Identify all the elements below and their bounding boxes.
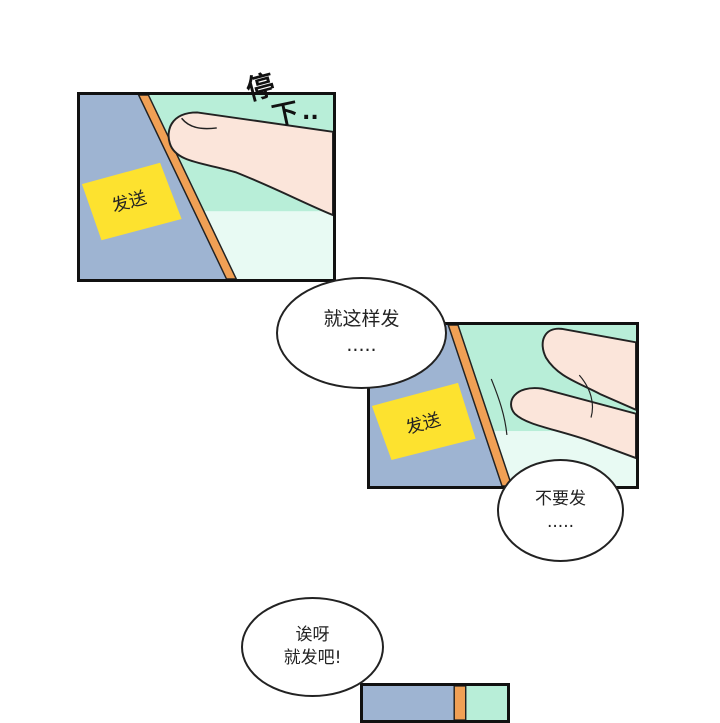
phone-scene-2: 发送 [370,325,636,486]
bubble-2-line-2: ..... [546,511,575,532]
send-button-1[interactable]: 发送 [81,162,182,241]
comic-panel-1: 发送 [77,92,336,282]
send-button-2[interactable]: 发送 [371,382,476,460]
speech-bubble-2: 不要发 ..... [497,459,624,562]
sfx-stop-char-2: 下 [269,97,302,133]
bubble-2-line-1: 不要发 [535,488,586,509]
speech-bubble-3: 诶呀 就发吧! [241,597,384,697]
comic-panel-2: 发送 [367,322,639,489]
bubble-3-line-1: 诶呀 [295,625,330,646]
bubble-1-line-2: ..... [346,334,377,356]
phone-scene-1: 发送 [80,95,333,279]
bubble-3-line-2: 就发吧! [283,648,342,668]
sfx-stop: 停 下 .. [243,66,326,136]
speech-bubble-1: 就这样发 ..... [276,277,447,389]
sfx-stop-dots: .. [302,100,319,125]
comic-panel-3 [360,683,510,723]
bubble-1-line-1: 就这样发 [323,308,400,331]
phone-scene-3 [363,686,507,720]
